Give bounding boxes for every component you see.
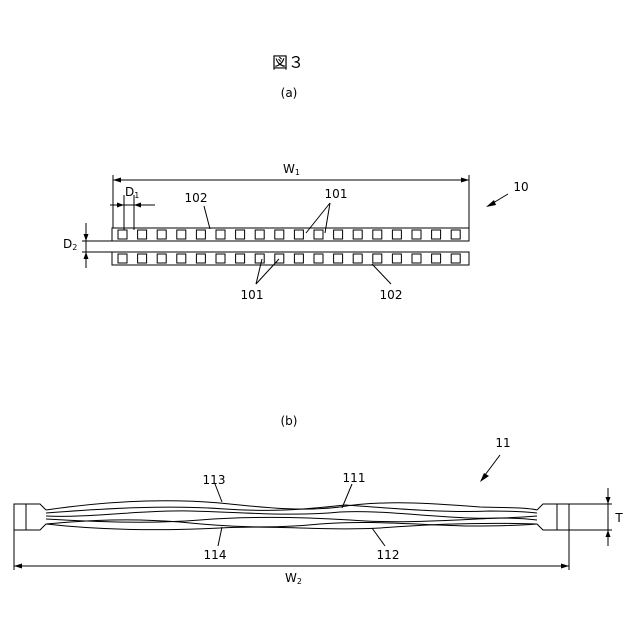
ref-11: 11 [495,436,510,450]
ref-101-top: 101 [325,187,348,201]
hole [451,230,460,239]
end-block-left [14,504,26,530]
hole [334,254,343,263]
hole [118,254,127,263]
w1-arrow-right [461,178,469,183]
hole [118,230,127,239]
t-arrow-top [606,497,611,504]
w2-arrow-right [561,564,569,569]
d2-arrow-bottom [84,252,89,259]
ref-111: 111 [343,471,366,485]
hole [196,230,205,239]
hole [412,230,421,239]
t-label: T [614,511,623,525]
hole [177,254,186,263]
hole [432,230,441,239]
figure-title: 図３ [272,53,304,72]
leader-102-bottom [372,264,391,284]
hole [216,254,225,263]
d1-label: D1 [125,185,139,200]
hole [236,230,245,239]
d2-label: D2 [63,237,77,252]
shoulder-right [537,504,557,530]
hole [294,230,303,239]
panel-b-label: (b) [281,414,298,428]
hole [451,254,460,263]
d1-arrow-left [117,203,124,208]
hole [392,254,401,263]
leader-10-arrowhead [486,200,496,207]
hole [216,230,225,239]
leader-114 [218,527,222,546]
hole [353,230,362,239]
ref-102-top: 102 [185,191,208,205]
t-arrow-bottom [606,530,611,537]
d1-arrow-right [134,203,141,208]
ref-112: 112 [377,548,400,562]
hole [432,254,441,263]
ref-101-bottom: 101 [241,288,264,302]
hole [157,230,166,239]
panel-a [82,175,508,284]
hole [196,254,205,263]
d2-arrow-top [84,234,89,241]
hole [392,230,401,239]
panel-a-label: (a) [281,86,298,100]
hole [255,230,264,239]
hole [412,254,421,263]
holes-row-top [118,230,460,239]
leader-102-top [204,206,210,229]
hole [353,254,362,263]
hole [275,230,284,239]
w1-label: W1 [283,162,300,177]
hole [314,254,323,263]
hole [177,230,186,239]
leader-111 [342,484,352,508]
hole [314,230,323,239]
leader-112 [372,528,385,546]
hole [373,230,382,239]
shoulder-left [26,504,46,530]
ref-102-bottom: 102 [380,288,403,302]
hole [255,254,264,263]
hole [138,230,147,239]
ref-114: 114 [204,548,227,562]
hole [138,254,147,263]
w1-arrow-left [113,178,121,183]
hole [157,254,166,263]
hole [294,254,303,263]
ref-113: 113 [203,473,226,487]
ref-10: 10 [513,180,528,194]
panel-b [14,455,612,570]
holes-row-bottom [118,254,460,263]
end-block-right [557,504,569,530]
w2-label: W2 [285,571,302,586]
hole [236,254,245,263]
hole [373,254,382,263]
hole [334,230,343,239]
leader-11-arrowhead [480,473,489,482]
w2-arrow-left [14,564,22,569]
